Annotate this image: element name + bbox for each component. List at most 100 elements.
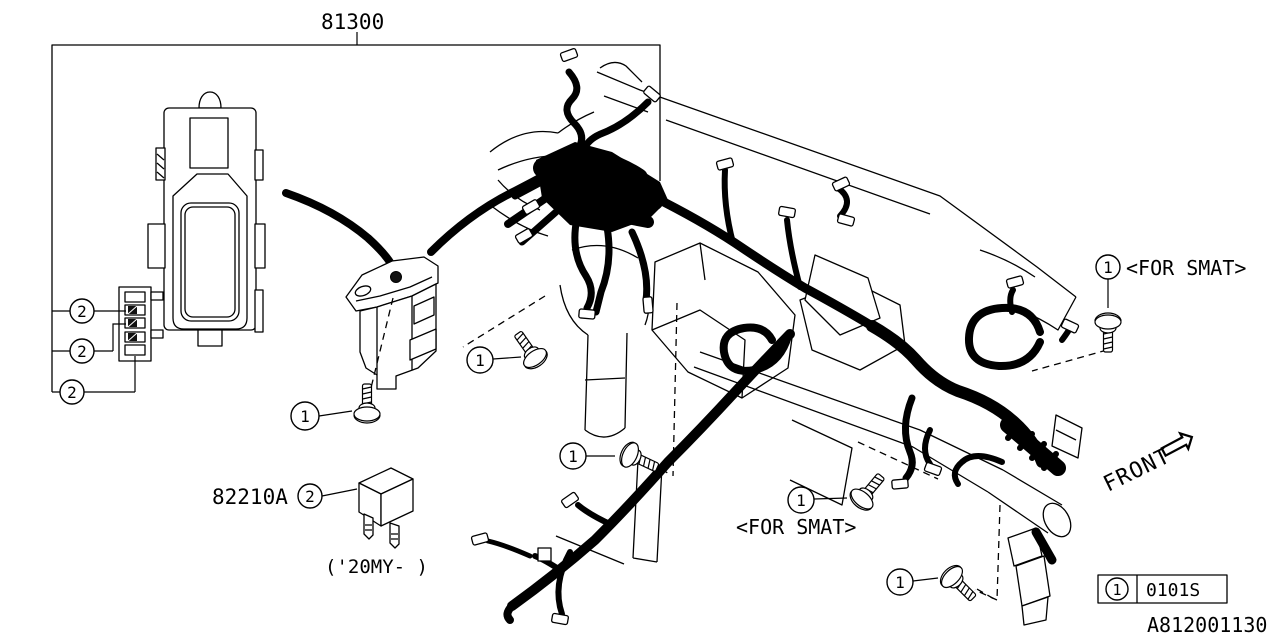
harness-loop [965, 303, 1044, 371]
callout-number: 2 [77, 302, 87, 321]
harness-branch [575, 502, 615, 528]
beam-cylinder-end [1042, 502, 1072, 538]
bolt-leader [813, 497, 848, 500]
block-tab [150, 291, 164, 301]
bolt-icon [506, 325, 552, 374]
harness-branch [835, 185, 850, 219]
lower-bracket [1015, 555, 1051, 607]
relay-box-top-slot [189, 117, 229, 169]
doc-number: A812001130 [1147, 613, 1267, 637]
clip-connector-block [118, 286, 164, 362]
callout-bolt-c: 1 [787, 486, 815, 514]
connector-stub [1060, 317, 1080, 335]
connector-stub [514, 227, 534, 245]
relay-box-tab [254, 289, 264, 333]
callout-number: 2 [305, 487, 315, 506]
harness-branch [922, 427, 933, 467]
harness-branch [571, 214, 595, 312]
harness-branch [485, 538, 533, 559]
harness-bracket [282, 148, 590, 390]
connector-stub [890, 478, 910, 490]
connector-stub [836, 212, 856, 228]
connector-stub [642, 295, 654, 315]
harness-trunk-tail [503, 602, 516, 624]
callout-number: 2 [67, 383, 77, 402]
connector-stubs [470, 47, 1080, 626]
harness-branch [555, 549, 573, 617]
bolt-icon [1094, 312, 1122, 353]
legend: 1 0101S [1097, 574, 1228, 604]
harness-branch [721, 167, 736, 246]
bolt-leader [318, 410, 353, 417]
part-number-fuse: 82210A [212, 485, 288, 509]
harness-wrap [1031, 527, 1057, 565]
callout-clip-2: 2 [69, 338, 95, 364]
bracket-edge [355, 276, 433, 302]
legend-code: 0101S [1146, 580, 1200, 601]
callout-clip-fuse: 2 [297, 483, 323, 509]
harness-branch [628, 228, 651, 304]
pointer-arc-left [282, 189, 398, 274]
bolt-icon [845, 467, 892, 515]
callout-number: 1 [568, 447, 578, 466]
callout-number: 1 [475, 351, 485, 370]
bracket-tab [409, 328, 437, 361]
callout-number: 1 [895, 573, 905, 592]
callout-bolt-d: 1 [886, 568, 914, 596]
for-smat-lower-label: <FOR SMAT> [736, 515, 856, 539]
connector-stub [470, 531, 490, 547]
harness-bundle [533, 149, 648, 188]
connector-stub [715, 156, 735, 172]
relay-box-bottom-tab [197, 329, 223, 347]
harness-strap-bands [1005, 421, 1059, 471]
callout-bolt-bracket: 1 [290, 401, 320, 431]
harness-branch [1007, 287, 1016, 315]
relay-box-tab [254, 223, 266, 269]
clip-mark-hatch [127, 305, 138, 342]
callout-bolt-a: 1 [466, 346, 494, 374]
relay-box-tab [254, 149, 264, 181]
bolt-guide-dash-bracket [369, 297, 394, 393]
harness-branch [784, 217, 803, 290]
bracket-hole [390, 271, 402, 283]
wire-harness [485, 68, 1073, 624]
callout-number: 1 [796, 491, 806, 510]
connector-stub [550, 612, 570, 626]
part-81300-box [51, 44, 661, 392]
fuse-prong [389, 522, 400, 549]
callout-bolt-smat-top: 1 [1095, 254, 1121, 280]
harness-branch [902, 394, 916, 482]
model-year-note: ('20MY- ) [325, 556, 428, 578]
block-cell [124, 291, 146, 303]
front-direction: FRONT ⇨ [1100, 410, 1208, 497]
part-number-main: 81300 [321, 10, 384, 34]
relay-box-inner2 [184, 206, 236, 318]
connector-stub [777, 205, 797, 219]
harness-bundle [542, 178, 663, 210]
for-smat-upper-label: <FOR SMAT> [1126, 256, 1246, 280]
connector-stub [831, 175, 851, 193]
connector-stub [577, 308, 597, 320]
connector-stub [521, 198, 541, 216]
callout-number: 2 [77, 342, 87, 361]
harness-branch [951, 453, 1005, 487]
callout-bolt-b: 1 [559, 442, 587, 470]
clip-leader-lines [52, 310, 136, 393]
callout-number: 1 [1112, 581, 1121, 599]
fuse-right [380, 478, 414, 527]
harness-branch [511, 176, 549, 200]
bolt-leader [912, 577, 939, 582]
harness-trunk [647, 191, 877, 331]
block-tab [150, 329, 164, 339]
bracket-slot [354, 285, 372, 297]
callout-clip-1: 2 [69, 298, 95, 324]
bolt-icon [935, 560, 984, 609]
fuse-prong [363, 513, 374, 540]
lower-bracket [1007, 527, 1043, 567]
tab-hatch [156, 153, 165, 179]
bolt-leader [492, 356, 522, 360]
bolt-icon [353, 383, 381, 424]
harness-branch [581, 98, 652, 151]
callout-number: 1 [300, 407, 310, 426]
